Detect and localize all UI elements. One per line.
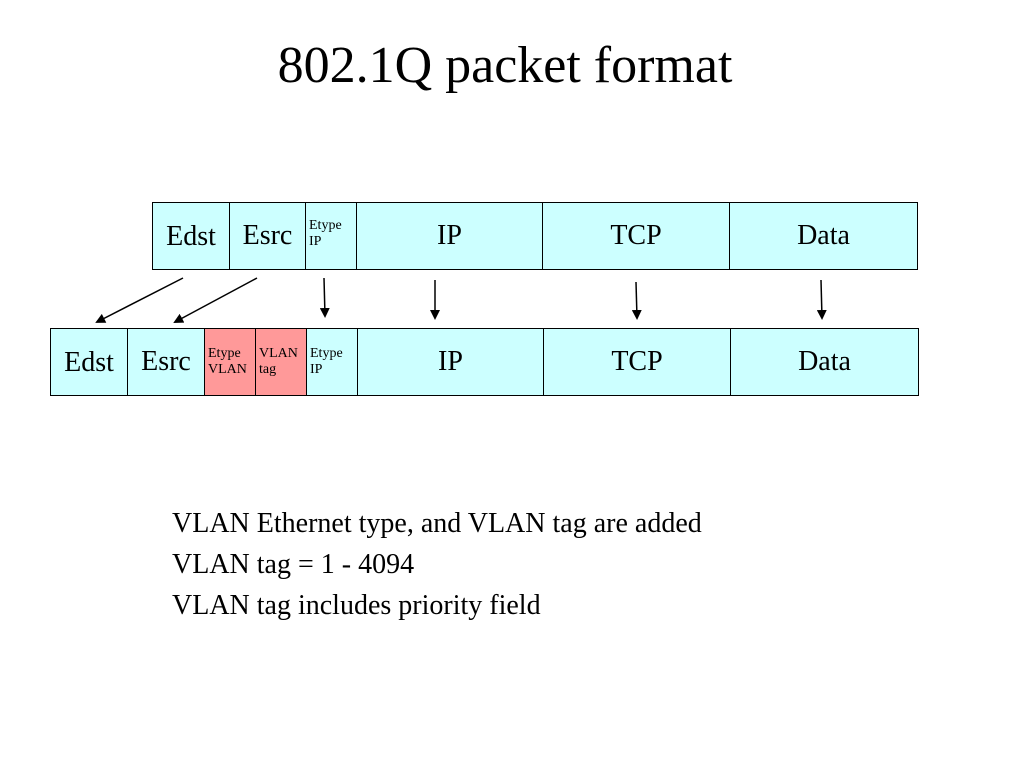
note-line: VLAN tag includes priority field [172, 590, 541, 621]
field-data: Data [729, 202, 918, 270]
field-ip: IP [357, 328, 544, 396]
field-tcp: TCP [543, 328, 731, 396]
field-edst: Edst [152, 202, 230, 270]
note-line: VLAN tag = 1 - 4094 [172, 549, 415, 580]
arrow-tcp [631, 281, 642, 320]
tagged-packet: Edst Esrc Etype VLAN VLAN tag Etype IP I… [50, 328, 919, 396]
field-edst: Edst [50, 328, 128, 396]
field-tcp: TCP [542, 202, 730, 270]
arrow-etype-ip [319, 277, 330, 318]
field-vlan-tag: VLAN tag [255, 328, 307, 396]
note-line: VLAN Ethernet type, and VLAN tag are add… [172, 508, 702, 539]
slide-title: 802.1Q packet format [277, 37, 733, 94]
arrow-edst [95, 277, 184, 323]
original-packet: Edst Esrc Etype IP IP TCP Data [152, 202, 918, 270]
field-etype-vlan: Etype VLAN [204, 328, 256, 396]
field-etype-ip: Etype IP [305, 202, 357, 270]
notes: VLAN Ethernet type, and VLAN tag are add… [172, 503, 702, 626]
arrow-data [816, 279, 827, 320]
field-data: Data [730, 328, 919, 396]
field-esrc: Esrc [127, 328, 205, 396]
field-etype-ip: Etype IP [306, 328, 358, 396]
arrow-esrc [173, 277, 258, 323]
